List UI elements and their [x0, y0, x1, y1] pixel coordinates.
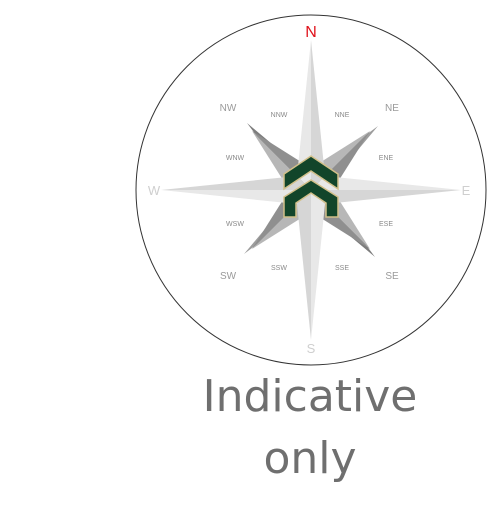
label-ene: ENE: [379, 155, 394, 162]
label-n: N: [305, 24, 317, 41]
label-sw: SW: [220, 271, 237, 282]
caption-line-1: Indicative: [0, 371, 498, 423]
label-wnw: WNW: [226, 155, 245, 162]
label-wsw: WSW: [226, 221, 244, 228]
label-se: SE: [385, 271, 399, 282]
label-nne: NNE: [335, 112, 350, 119]
label-sse: SSE: [335, 265, 349, 272]
caption-line-2: only: [0, 433, 498, 485]
label-w: W: [148, 183, 161, 198]
label-ese: ESE: [379, 221, 393, 228]
compass-rose: N E S W NE SE SW NW NNE ENE ESE SSE SSW …: [0, 0, 498, 370]
label-nnw: NNW: [271, 112, 288, 119]
label-nw: NW: [220, 103, 237, 114]
label-ssw: SSW: [271, 265, 287, 272]
label-ne: NE: [385, 103, 399, 114]
label-s: S: [307, 341, 316, 356]
label-e: E: [462, 183, 471, 198]
compass-svg: N E S W NE SE SW NW NNE ENE ESE SSE SSW …: [0, 0, 498, 370]
